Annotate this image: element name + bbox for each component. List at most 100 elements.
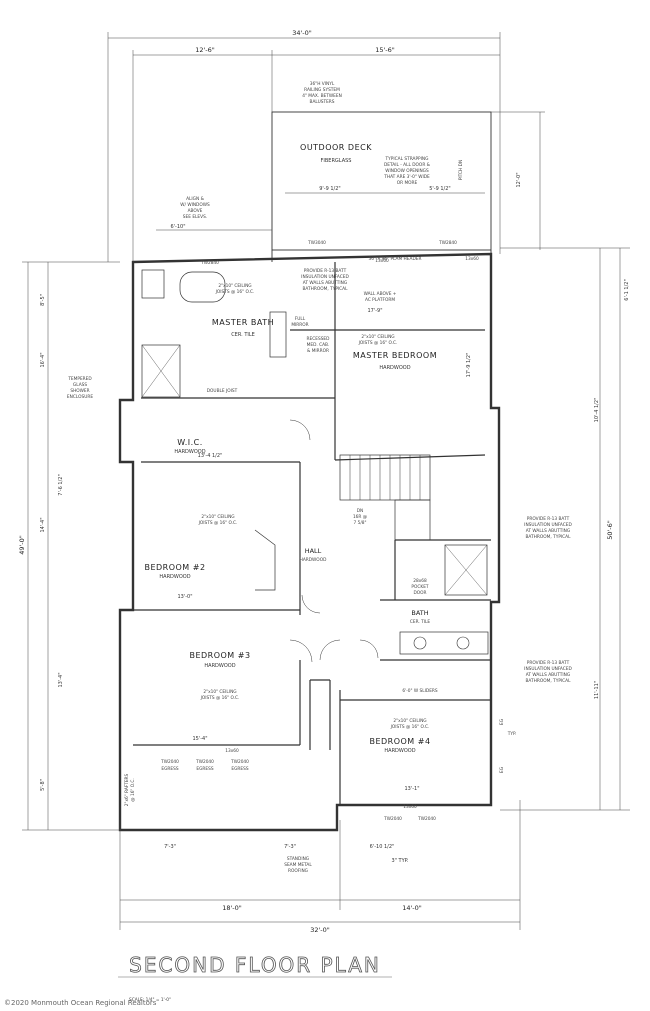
master-bedroom-sub: HARDWOOD xyxy=(379,365,410,371)
dim-bottom-3: 6'-10 1/2" xyxy=(370,844,395,850)
batt-right-4: BATHROOM, TYPICAL xyxy=(525,534,571,540)
b2-ceiling-2: JOISTS @ 16" O.C. xyxy=(198,520,238,526)
batt-right2-1: PROVIDE R-13 BATT xyxy=(527,660,570,666)
dim-b4-13: 13'-1" xyxy=(404,786,419,792)
dim-top-left: 12'-6" xyxy=(195,46,215,54)
eg-1: EG xyxy=(499,719,505,725)
align-note-2: W/ WINDOWS xyxy=(180,202,210,208)
dn-3: 7 5/8" xyxy=(354,520,367,526)
dim-left-top: 8'-5" xyxy=(40,294,46,306)
strapping-note-3: WINDOW OPENINGS xyxy=(385,168,429,174)
dimension-labels: 34'-0" 12'-6" 15'-6" 18'-0" 14'-0" 32'-0… xyxy=(18,29,630,934)
batt-right-3: AT WALLS ABUTTING xyxy=(526,528,570,534)
roof-3: ROOFING xyxy=(288,868,308,874)
dim-left-overall: 49'-0" xyxy=(18,535,26,555)
window-tag-6: 13x60 xyxy=(403,804,417,810)
dim-right-b: 10'-4 1/2" xyxy=(594,398,600,423)
bedroom4-label: BEDROOM #4 xyxy=(369,737,430,746)
dim-deck-w1: 9'-9 1/2" xyxy=(319,186,340,192)
dim-mb-17: 17'-9" xyxy=(367,308,382,314)
pocket-2: POCKET xyxy=(411,584,429,590)
dim-left-d: 5'-8" xyxy=(40,779,46,791)
dn-2: 16R @ xyxy=(353,514,367,520)
dim-right-c: 11'-11" xyxy=(594,681,600,699)
railing-note-3: 4" MAX. BETWEEN xyxy=(302,93,342,99)
batt-right2-3: AT WALLS ABUTTING xyxy=(526,672,570,678)
bedroom4-sub: HARDWOOD xyxy=(384,748,415,754)
dim-bottom-overall: 32'-0" xyxy=(310,926,330,934)
dim-bottom-right: 14'-0" xyxy=(402,904,422,912)
window-tag-5: 13x60 xyxy=(225,748,239,754)
strapping-note-4: THAT ARE 3'-0" WIDE xyxy=(383,174,430,180)
strapping-note-5: OR MORE xyxy=(397,180,418,186)
dim-left-a: 7'-6 1/2" xyxy=(58,474,64,495)
bath-ceiling-1: 2"x10" CEILING xyxy=(218,283,251,289)
bedroom3-sub: HARDWOOD xyxy=(204,663,235,669)
railing-note-1: 36"H VINYL xyxy=(310,81,335,87)
bath-label: BATH xyxy=(411,609,428,617)
dim-mb-17b: 17'-9 1/2" xyxy=(466,353,472,378)
roof-2: SEAM METAL xyxy=(284,862,312,868)
bedroom3-label: BEDROOM #3 xyxy=(189,651,250,660)
tempered-3: SHOWER xyxy=(70,388,89,394)
annotations: 36"H VINYL RAILING SYSTEM 4" MAX. BETWEE… xyxy=(67,81,573,874)
wic-label: W.I.C. xyxy=(177,438,203,447)
master-bath-label: MASTER BATH xyxy=(212,318,274,327)
egress-2: EGRESS xyxy=(196,766,213,772)
b3-ceiling-2: JOISTS @ 16" O.C. xyxy=(200,695,240,701)
outdoor-deck-sub: FIBERGLASS xyxy=(321,158,352,164)
b2-ceiling-1: 2"x10" CEILING xyxy=(201,514,234,520)
plan-title: SECOND FLOOR PLAN xyxy=(129,953,381,977)
eg-2: EG xyxy=(499,767,505,773)
hall-sub: HARDWOOD xyxy=(300,557,327,563)
egress-1: EGRESS xyxy=(161,766,178,772)
roof-1: STANDING xyxy=(287,856,309,862)
batt-top-4: BATHROOM, TYPICAL xyxy=(302,286,348,292)
mb-ceiling-1: 2"x10" CEILING xyxy=(361,334,394,340)
window-tag-2: TW3040 xyxy=(307,240,326,246)
align-note-3: ABOVE xyxy=(188,208,203,214)
dim-b3-15: 15'-4" xyxy=(192,736,207,742)
room-labels: OUTDOOR DECK FIBERGLASS MASTER BATH CER.… xyxy=(144,143,436,754)
pocket-3: DOOR xyxy=(413,590,426,596)
tempered-4: ENCLOSURE xyxy=(67,394,93,400)
plan-header-note: 36" X 96" PLAM HEADER xyxy=(369,256,422,262)
double-joist: DOUBLE JOIST xyxy=(207,388,238,394)
dim-left-c: 13'-4" xyxy=(58,672,64,687)
full-mirror-2: MIRROR xyxy=(291,322,308,328)
bedroom2-sub: HARDWOOD xyxy=(159,574,190,580)
dim-bottom-1: 7'-3" xyxy=(164,844,176,850)
align-note-1: ALIGN & xyxy=(186,196,205,202)
exterior-wall xyxy=(118,252,501,832)
hall-label: HALL xyxy=(305,547,322,555)
window-tag-8: TW2040 xyxy=(195,759,214,765)
pitch-dn: PITCH DN xyxy=(458,160,464,180)
align-note-4: SEE ELEVS. xyxy=(183,214,207,220)
window-tag-4: 13x60 xyxy=(465,256,479,262)
railing-note-2: RAILING SYSTEM xyxy=(304,87,340,93)
dim-bottom-left: 18'-0" xyxy=(222,904,242,912)
window-tag-12: TW2040 xyxy=(417,816,436,822)
strapping-note-1: TYPICAL STRAPPING xyxy=(385,156,429,162)
dimension-lines xyxy=(22,32,630,930)
dim-wic-13: 13'-4 1/2" xyxy=(198,453,223,459)
dim-right-overall: 50'-6" xyxy=(606,520,614,540)
dim-deck-w2: 5'-9 1/2" xyxy=(429,186,450,192)
outdoor-deck-outline xyxy=(271,111,492,251)
egress-3: EGRESS xyxy=(231,766,248,772)
dim-top-overall: 34'-0" xyxy=(292,29,312,37)
outdoor-deck-label: OUTDOOR DECK xyxy=(300,143,372,152)
typ-1: TYP. xyxy=(507,731,517,737)
pocket-1: 28x68 xyxy=(413,578,427,584)
dim-bottom-2: 7'-3" xyxy=(284,844,296,850)
dim-top-right: 15'-6" xyxy=(375,46,395,54)
recessed-1: RECESSED xyxy=(307,336,331,342)
tempered-2: GLASS xyxy=(73,382,87,388)
window-labels: TW2840 TW3040 TW2840 13x60 13x60 13x60 T… xyxy=(160,240,479,822)
wall-lines xyxy=(118,111,501,832)
dim-deck-h: 12'-0" xyxy=(516,172,522,187)
batt-top-3: AT WALLS ABUTTING xyxy=(303,280,347,286)
dim-railing: 6'-10" xyxy=(170,224,185,230)
bedroom2-label: BEDROOM #2 xyxy=(144,563,205,572)
